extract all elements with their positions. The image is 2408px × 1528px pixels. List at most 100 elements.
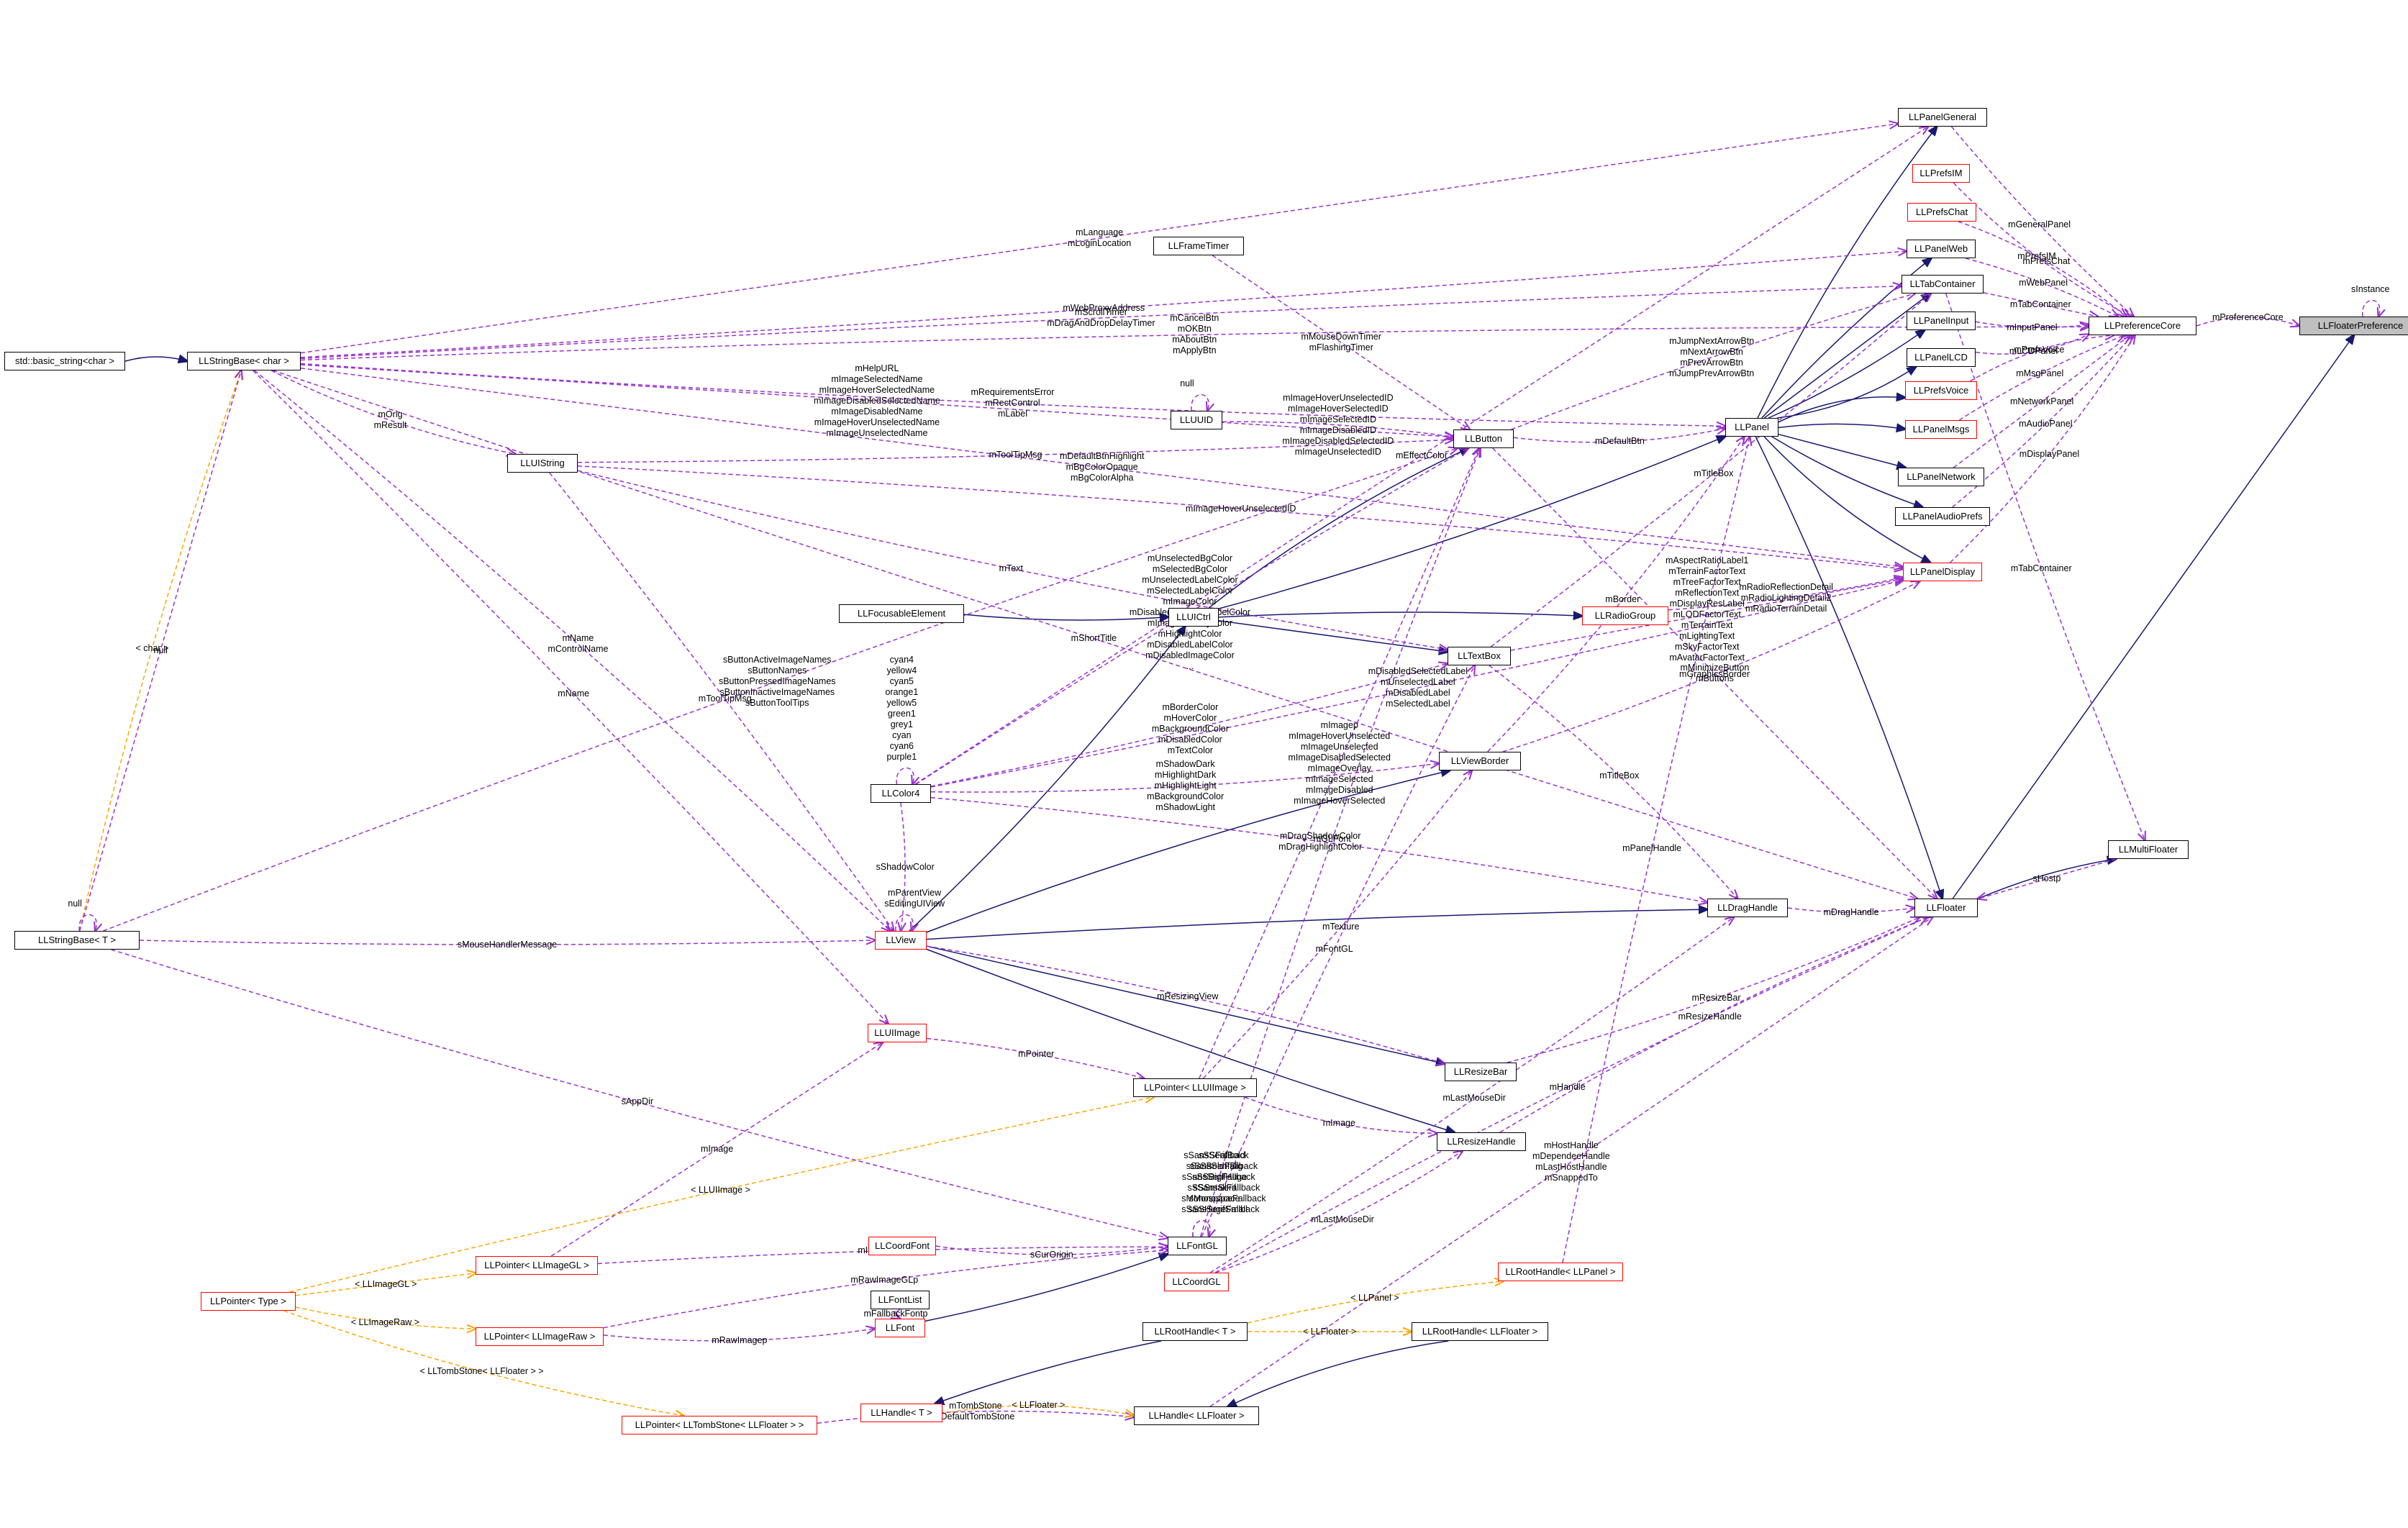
edge-label-6: mWebPanel (2019, 278, 2068, 288)
edge-prefschat-prefcore-5 (1958, 221, 2126, 317)
class-node-uistring[interactable]: LLUIString (507, 454, 578, 473)
class-node-roothandleT[interactable]: LLRootHandle< T > (1142, 1322, 1248, 1341)
class-node-roothandlefloater[interactable]: LLRootHandle< LLFloater > (1412, 1322, 1548, 1341)
edge-stdstring-stringbasechar-91 (124, 357, 187, 361)
class-node-fontgl[interactable]: LLFontGL (1168, 1237, 1227, 1255)
class-node-resizebar[interactable]: LLResizeBar (1445, 1063, 1517, 1081)
edge-ptrtype-ptruiimage-81 (289, 1097, 1154, 1293)
edge-textbox-tabcontainer-43 (1490, 294, 1931, 647)
class-node-floater[interactable]: LLFloater (1914, 899, 1978, 917)
edge-resizebar-floater-49 (1507, 917, 1919, 1063)
class-node-panellcd[interactable]: LLPanelLCD (1907, 348, 1976, 367)
class-node-ptrimageraw[interactable]: LLPointer< LLImageRaw > (476, 1327, 604, 1346)
class-node-floaterpref[interactable]: LLFloaterPreference (2299, 317, 2408, 335)
edge-label-13: mAudioPanel (2019, 419, 2073, 429)
class-node-paneldisplay[interactable]: LLPanelDisplay (1903, 563, 1982, 581)
class-node-panelweb[interactable]: LLPanelWeb (1907, 240, 1976, 258)
edge-label-100: mName mControlName (548, 633, 609, 655)
edge-multifloater-floater-27 (1978, 858, 2117, 899)
edge-label-3: mGeneralPanel (2008, 219, 2071, 229)
class-node-ptruiimage[interactable]: LLPointer< LLUIImage > (1133, 1078, 1257, 1097)
edge-resizehandle-floater-50 (1499, 917, 1927, 1133)
edge-label-106: mToolTipMsg (698, 693, 752, 704)
class-node-roothandlepanel[interactable]: LLRootHandle< LLPanel > (1498, 1263, 1623, 1281)
edge-uuid-uuid-40 (1191, 394, 1209, 411)
edge-color4-panelgeneral-62 (914, 127, 1928, 785)
class-node-panelmsgs[interactable]: LLPanelMsgs (1905, 420, 1977, 439)
edge-panelnetwork-prefcore-12 (1953, 335, 2130, 468)
class-node-textbox[interactable]: LLTextBox (1448, 647, 1511, 665)
class-node-panelaudio[interactable]: LLPanelAudioPrefs (1895, 507, 1990, 526)
class-node-uictrl[interactable]: LLUICtrl (1168, 608, 1219, 627)
class-node-coordgl[interactable]: LLCoordGL (1164, 1273, 1229, 1291)
class-node-uiimage[interactable]: LLUIImage (868, 1024, 927, 1042)
class-node-panelgeneral[interactable]: LLPanelGeneral (1898, 108, 1987, 127)
class-node-ptrimagegl[interactable]: LLPointer< LLImageGL > (476, 1256, 598, 1275)
edge-handleT-handlefloater-90 (942, 1405, 1134, 1415)
edge-tabcontainer-multifloater-28 (1945, 293, 2145, 840)
edge-label-83: < LLImageRaw > (350, 1316, 419, 1327)
edge-label-63: mDisabledSelectedLabel mUnselectedLabel … (1368, 666, 1468, 709)
class-node-color4[interactable]: LLColor4 (871, 784, 931, 803)
class-node-prefcore[interactable]: LLPreferenceCore (2089, 317, 2196, 335)
class-node-ptrtype[interactable]: LLPointer< Type > (201, 1292, 296, 1311)
edge-panelweb-prefcore-6 (1965, 258, 2118, 317)
edge-label-85: mTombStone sDefaultTombStone (936, 1401, 1015, 1422)
edge-label-81: < LLUIImage > (691, 1185, 750, 1196)
edge-roothandlepanel-panel-51 (1562, 437, 1750, 1263)
edge-roothandlefloater-handlefloater-89 (1228, 1340, 1449, 1406)
edge-panel-floater-25 (1755, 436, 1942, 899)
class-node-stringbaseT[interactable]: LLStringBase< T > (14, 931, 140, 950)
class-node-frametimer[interactable]: LLFrameTimer (1153, 237, 1244, 255)
class-node-ptrtomb[interactable]: LLPointer< LLTombStone< LLFloater > > (622, 1416, 817, 1434)
class-node-uuid[interactable]: LLUUID (1171, 411, 1222, 429)
edge-label-114: sAppDir (621, 1096, 654, 1107)
class-node-prefsvoice[interactable]: LLPrefsVoice (1905, 381, 1977, 400)
edge-focusable-uictrl-33 (963, 614, 1168, 620)
edge-label-70: mGLFont (1313, 834, 1351, 845)
edge-label-41: mImageHoverUnselectedID mImageHoverSelec… (1282, 392, 1394, 457)
edge-ptrimagegl-fontgl-76 (597, 1247, 1168, 1265)
edge-label-69: mImage (1322, 1118, 1355, 1129)
class-node-draghandle[interactable]: LLDragHandle (1707, 899, 1788, 917)
edge-label-48: mDragHandle (1823, 906, 1879, 917)
edge-textbox-draghandle-45 (1489, 665, 1737, 899)
class-node-panel[interactable]: LLPanel (1725, 418, 1778, 437)
class-node-font[interactable]: LLFont (875, 1319, 925, 1337)
edge-label-113: sMouseHandlerMessage (458, 939, 558, 950)
class-node-prefsim[interactable]: LLPrefsIM (1912, 164, 1970, 183)
edge-label-5: mPrefsChat (2022, 256, 2071, 267)
class-node-resizehandle[interactable]: LLResizeHandle (1437, 1132, 1526, 1151)
class-node-panelnetwork[interactable]: LLPanelNetwork (1898, 468, 1984, 486)
class-node-handleT[interactable]: LLHandle< T > (860, 1404, 942, 1422)
edge-stringbaseT-stringbasechar-110 (79, 370, 242, 932)
class-node-fontlist[interactable]: LLFontList (871, 1291, 930, 1309)
class-node-view[interactable]: LLView (875, 931, 927, 950)
class-node-handlefloater[interactable]: LLHandle< LLFloater > (1134, 1406, 1259, 1425)
edge-ptrtomb-handlefloater-85 (817, 1410, 1134, 1424)
edge-label-109: mGraphicsBorder (1679, 669, 1750, 680)
edge-label-53: mLastMouseDir (1442, 1093, 1506, 1104)
edge-label-102: mDefaultBtnHighlight mBgColorOpaque mBgC… (1060, 451, 1145, 483)
edge-panel-panelmsgs-21 (1778, 424, 1905, 429)
class-node-viewborder[interactable]: LLViewBorder (1439, 752, 1521, 770)
class-node-multifloater[interactable]: LLMultiFloater (2108, 840, 2189, 859)
edge-handlefloater-floater-52 (1209, 917, 1932, 1407)
edge-label-58: mBorderColor mHoverColor mBackgroundColo… (1151, 702, 1229, 756)
class-node-coordfont[interactable]: LLCoordFont (868, 1237, 936, 1255)
class-node-focusable[interactable]: LLFocusableElement (839, 604, 964, 623)
class-node-panelinput[interactable]: LLPanelInput (1907, 311, 1976, 330)
class-node-stdstring[interactable]: std::basic_string<char > (4, 352, 125, 370)
edge-view-draghandle-36 (926, 909, 1707, 940)
class-node-stringbasechar[interactable]: LLStringBase< char > (187, 352, 301, 370)
class-node-radiogroup[interactable]: LLRadioGroup (1582, 606, 1668, 625)
class-node-tabcontainer[interactable]: LLTabContainer (1902, 275, 1984, 294)
edge-label-115: sButtonActiveImageNames sButtonNames sBu… (718, 654, 836, 708)
edge-fontlist-font-78 (896, 1309, 900, 1319)
edge-label-103: mToolTipMsg (989, 450, 1042, 460)
edge-uiimage-ptruiimage-66 (926, 1037, 1144, 1078)
class-node-button[interactable]: LLButton (1453, 429, 1514, 448)
class-node-prefschat[interactable]: LLPrefsChat (1907, 203, 1976, 222)
edge-label-60: mDragShadowColor mDragHighlightColor (1278, 830, 1363, 852)
